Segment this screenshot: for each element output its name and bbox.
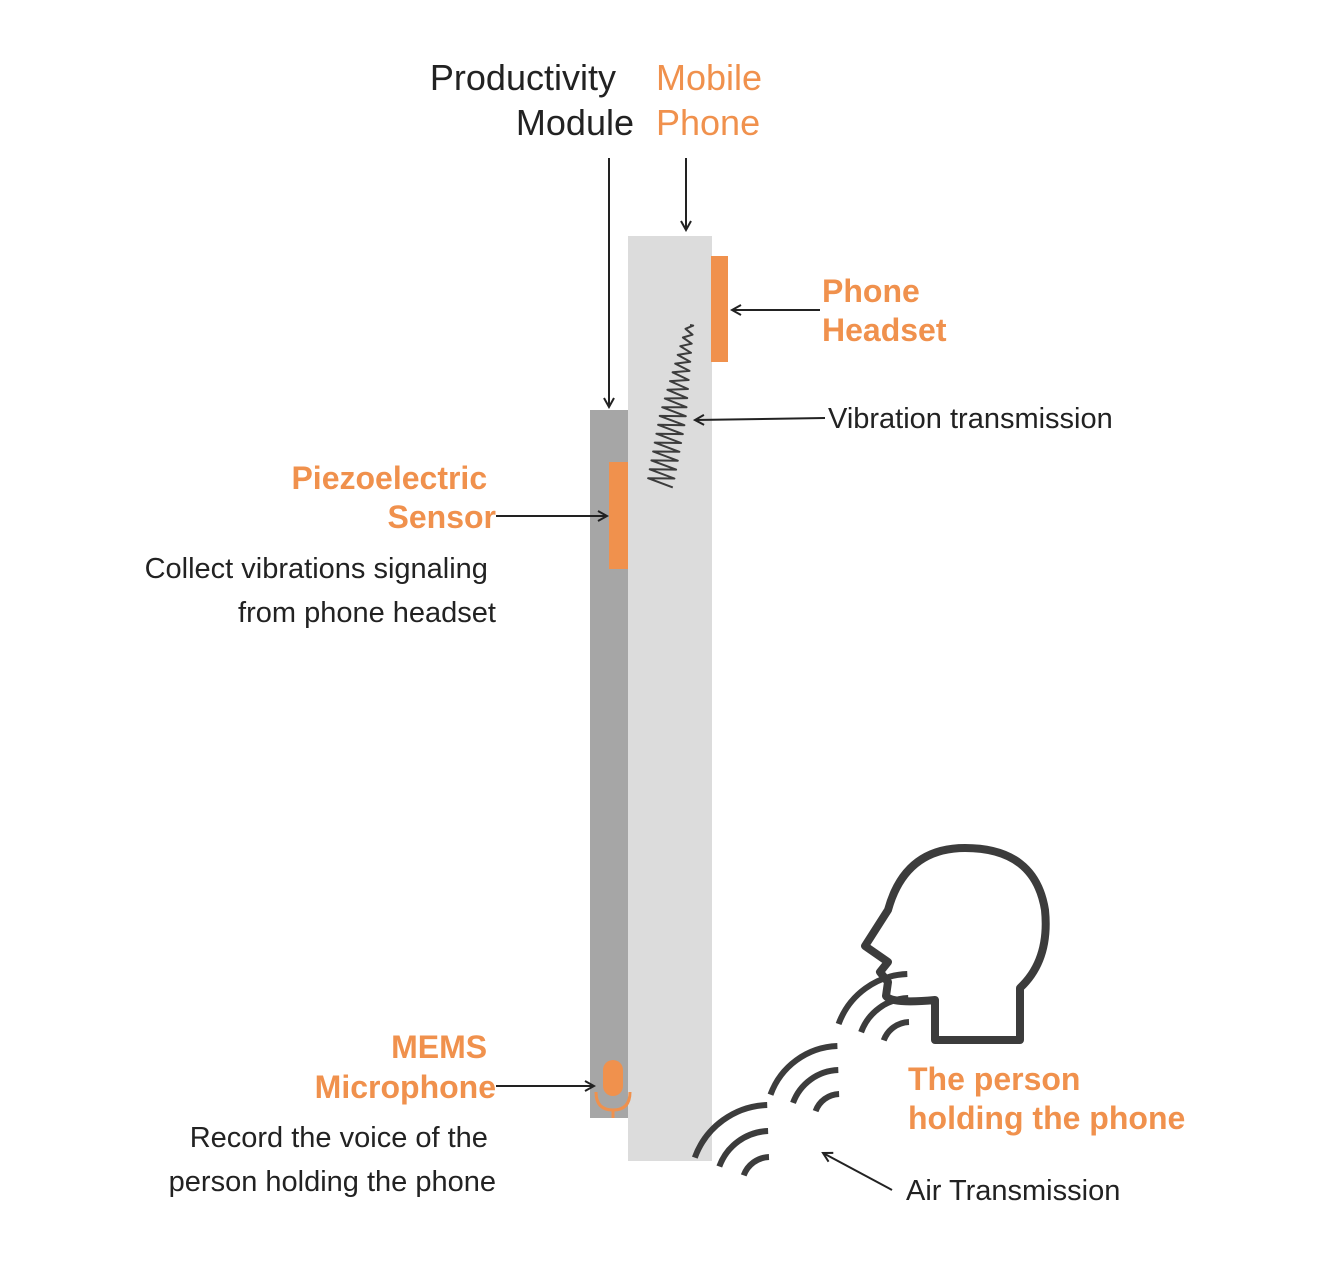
phone-headset-line-2: Headset	[822, 312, 947, 348]
vibration-transmission-arrow	[695, 418, 826, 420]
sound-wave-arc	[716, 1128, 769, 1168]
mems-description: Record the voice of the person holding t…	[169, 1122, 496, 1198]
person-label-line-1: The person	[908, 1061, 1080, 1097]
piezo-sensor-line-1: Piezoelectric	[291, 460, 487, 496]
piezo-sensor-line-2: Sensor	[388, 499, 496, 535]
air-transmission-label: Air Transmission	[906, 1175, 1120, 1207]
sound-wave-arc	[691, 1102, 768, 1159]
productivity-module-line-1: Productivity	[430, 57, 616, 98]
phone-headset-label: Phone Headset	[822, 273, 947, 348]
productivity-module-label: Productivity Module	[430, 57, 634, 143]
mobile-phone-body	[628, 236, 712, 1161]
sound-wave-arc	[790, 1067, 839, 1105]
mobile-phone-line-2: Phone	[656, 102, 760, 143]
vibration-spring-icon	[647, 324, 695, 489]
sound-wave-arc	[858, 995, 909, 1034]
piezo-sensor-label: Piezoelectric Sensor	[291, 460, 496, 535]
mems-microphone-line-1: MEMS	[391, 1029, 487, 1065]
person-label: The person holding the phone	[908, 1061, 1185, 1136]
mobile-phone-line-1: Mobile	[656, 57, 762, 98]
vibration-transmission-label: Vibration transmission	[828, 403, 1113, 435]
spring-coil	[647, 324, 695, 489]
productivity-module-line-2: Module	[516, 102, 634, 143]
piezo-sensor-block	[609, 462, 628, 569]
mems-description-line-2: person holding the phone	[169, 1166, 496, 1198]
sound-waves-icon	[691, 971, 910, 1177]
piezo-description-line-1: Collect vibrations signaling	[145, 553, 488, 585]
person-head-icon	[861, 844, 1050, 1044]
air-transmission-arrow	[823, 1153, 893, 1191]
piezo-description: Collect vibrations signaling from phone …	[145, 553, 496, 629]
sound-wave-arc	[740, 1154, 770, 1177]
mems-microphone-label: MEMS Microphone	[315, 1029, 496, 1105]
mems-description-line-1: Record the voice of the	[190, 1122, 488, 1154]
sound-wave-arc	[767, 1043, 838, 1096]
mobile-phone-label: Mobile Phone	[656, 57, 772, 143]
mems-microphone-line-2: Microphone	[315, 1069, 496, 1105]
sound-wave-arc	[880, 1019, 910, 1042]
sound-wave-arc	[812, 1091, 840, 1113]
phone-headset-line-1: Phone	[822, 273, 920, 309]
sound-wave-arc	[835, 971, 908, 1026]
microphone-icon	[594, 1060, 632, 1118]
piezo-description-line-2: from phone headset	[238, 597, 496, 629]
phone-headset-block	[711, 256, 728, 362]
person-label-line-2: holding the phone	[908, 1100, 1185, 1136]
